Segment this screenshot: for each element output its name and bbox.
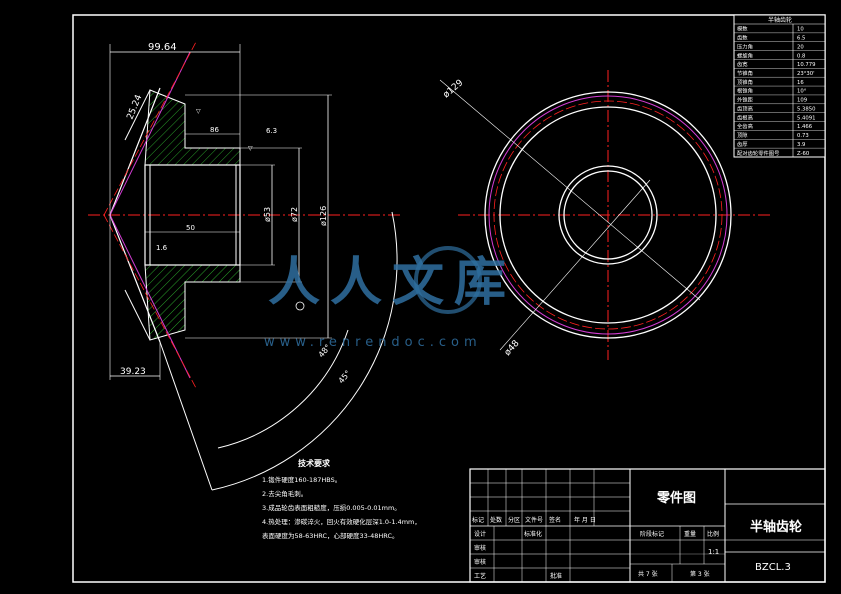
roughness-mark-2: ▽ xyxy=(248,145,253,152)
param-value: 20 xyxy=(797,44,804,50)
header-cell: 签名 xyxy=(549,516,561,524)
param-value: Z-60 xyxy=(797,151,810,157)
header-cell: 分区 xyxy=(508,516,520,524)
section-view: ▽ ▽ 99.64 25.24 86 6.3 1.6 50 ø53 ø72 xyxy=(88,41,400,491)
param-label: 齿厚 xyxy=(737,141,748,148)
note-line: 表面硬度为58-63HRC，心部硬度33-48HRC。 xyxy=(262,531,399,540)
param-label: 根锥角 xyxy=(737,87,753,95)
param-value: 5.3850 xyxy=(797,106,816,112)
drawing-number: BZCL.3 xyxy=(755,562,791,573)
stage-label: 阶段标记 xyxy=(640,530,664,538)
dim-bore-dia: ø53 xyxy=(263,207,272,222)
front-view: ø129 ø48 xyxy=(439,70,770,360)
param-value: 1.466 xyxy=(797,124,813,130)
param-table-title: 半轴齿轮 xyxy=(768,16,792,24)
note-line: 4.热处理：渗碳淬火，回火有效硬化层深1.0-1.4mm， xyxy=(262,517,421,526)
roughness-mark: ▽ xyxy=(196,108,201,115)
param-label: 模数 xyxy=(737,25,748,33)
watermark: 人人文库 www.renrendoc.com xyxy=(264,246,516,350)
param-value: 6.5 xyxy=(797,36,805,42)
scale-value: 1:1 xyxy=(708,548,719,556)
param-value: 0.8 xyxy=(797,53,806,59)
param-label: 齿顶高 xyxy=(737,104,753,112)
param-label: 顶隙 xyxy=(737,131,748,139)
part-name: 半轴齿轮 xyxy=(750,519,802,535)
dim-mounting-dist: 39.23 xyxy=(120,367,146,377)
sheet-number: 第 3 张 xyxy=(690,570,710,578)
param-label: 齿根高 xyxy=(737,113,753,121)
param-value: 23°30' xyxy=(797,71,815,77)
note-line: 3.成品轮齿表面粗糙度，压损0.005-0.01mm。 xyxy=(262,503,401,512)
section-hatch-upper xyxy=(144,89,241,166)
param-value: 5.4091 xyxy=(797,115,816,121)
sheets-total: 共 7 张 xyxy=(638,570,658,578)
left-label: 设计 xyxy=(474,530,486,538)
left-label: 审核 xyxy=(474,558,486,566)
dim-cone-dist-2: 45° xyxy=(337,369,353,386)
roughness-hub: 6.3 xyxy=(266,127,277,135)
dim-hub-dia: ø72 xyxy=(290,207,299,222)
std-label: 标准化 xyxy=(524,530,542,538)
dim-hub-step: 86 xyxy=(210,126,219,134)
header-cell: 处数 xyxy=(490,516,502,524)
param-value: 10° xyxy=(797,89,807,95)
param-label: 齿数 xyxy=(737,34,748,42)
section-hatch-lower xyxy=(144,264,241,341)
drawing-frame xyxy=(72,14,826,583)
param-value: 109 xyxy=(797,98,807,104)
dim-width-overall: 99.64 xyxy=(148,42,177,53)
left-label: 审核 xyxy=(474,544,486,552)
bore-outline xyxy=(144,164,241,266)
title-block xyxy=(469,468,826,583)
param-label: 全齿高 xyxy=(737,122,753,130)
param-label: 外锥距 xyxy=(737,96,754,104)
param-value: 10.779 xyxy=(797,62,816,68)
param-value: 10 xyxy=(797,27,804,33)
param-value: 0.73 xyxy=(797,133,809,139)
approve-label: 批准 xyxy=(550,572,562,580)
weight-label: 重量 xyxy=(684,530,696,538)
dim-bore-length: 50 xyxy=(186,224,195,232)
dim-front-bore: ø48 xyxy=(503,339,522,358)
param-value: 16 xyxy=(797,80,804,86)
note-line: 1.锻件硬度160-187HBS。 xyxy=(262,475,341,484)
notes-heading: 技术要求 xyxy=(298,458,331,468)
param-label: 节锥角 xyxy=(737,69,753,77)
left-label: 工艺 xyxy=(474,572,486,580)
dim-front-outer: ø129 xyxy=(442,78,466,100)
watermark-url: www.renrendoc.com xyxy=(264,335,482,350)
parameter-table: 半轴齿轮 模数 10 齿数 6.5 压力角 20 螺旋角 0.8 齿宽 10.779 节锥角 23°3… xyxy=(733,14,826,158)
header-cell: 标记 xyxy=(472,516,484,524)
scale-label: 比例 xyxy=(707,530,719,538)
technical-notes: 技术要求 1.锻件硬度160-187HBS。 2.去尖角毛刺。 3.成品轮齿表面粗糙… xyxy=(262,458,421,540)
dim-outer-dia: ø126 xyxy=(319,206,328,226)
param-label: 配对齿轮零件图号 xyxy=(737,149,779,157)
note-line: 2.去尖角毛刺。 xyxy=(262,489,307,498)
param-label: 顶锥角 xyxy=(737,78,753,86)
title-block-text: 零件图 半轴齿轮 BZCL.3 标记处数分区文件号签名年 月 日 设计审核审核工… xyxy=(472,490,802,580)
param-label: 齿宽 xyxy=(737,60,748,68)
roughness-face: 1.6 xyxy=(156,244,168,252)
watermark-text: 人人文库 xyxy=(268,253,516,313)
param-label: 螺旋角 xyxy=(737,51,753,59)
header-cell: 文件号 xyxy=(525,516,543,524)
param-value: 3.9 xyxy=(797,142,805,148)
header-cell: 年 月 日 xyxy=(574,516,596,524)
drawing-type: 零件图 xyxy=(656,490,696,506)
param-label: 压力角 xyxy=(737,42,753,50)
